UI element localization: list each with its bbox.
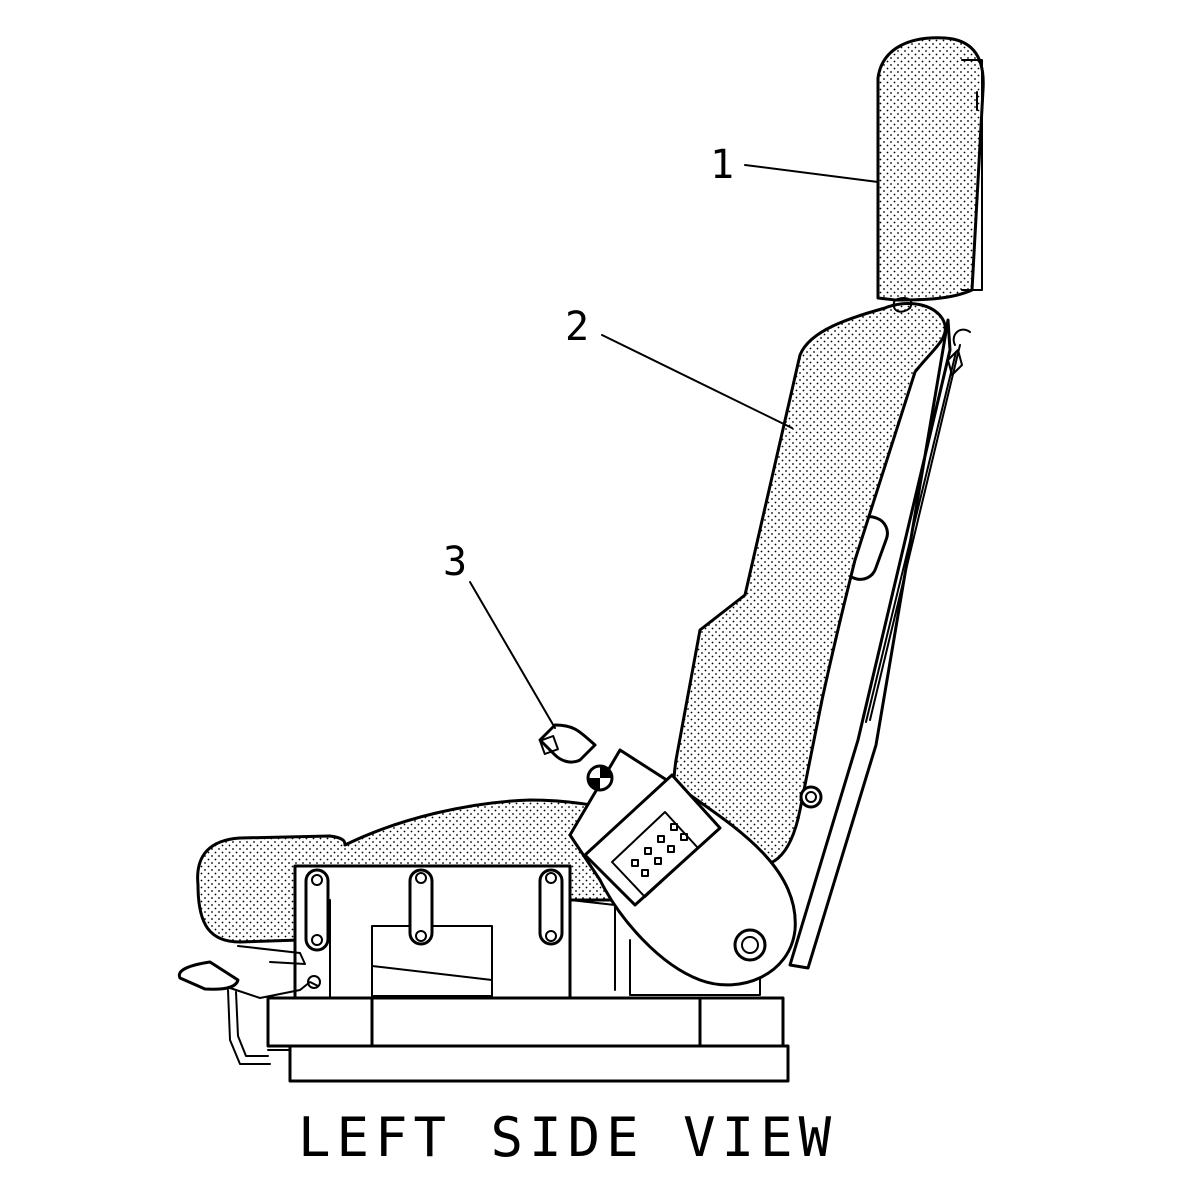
headrest — [876, 36, 985, 302]
callout-2: 2 — [565, 304, 589, 350]
backrest — [672, 302, 947, 868]
leader-line-1 — [744, 164, 879, 183]
suspension-mechanism — [293, 864, 761, 1000]
callout-3: 3 — [443, 539, 467, 585]
slide-adjust-handle — [177, 945, 321, 1065]
seat-base — [266, 996, 790, 1083]
leader-line-3 — [469, 581, 556, 729]
leader-line-2 — [601, 334, 793, 429]
buckle-button-grid — [631, 823, 688, 877]
callout-1: 1 — [710, 142, 734, 188]
leader-lines — [469, 164, 879, 729]
seat-belt-retractor — [538, 723, 823, 987]
view-label: LEFT SIDE VIEW — [298, 1106, 837, 1169]
